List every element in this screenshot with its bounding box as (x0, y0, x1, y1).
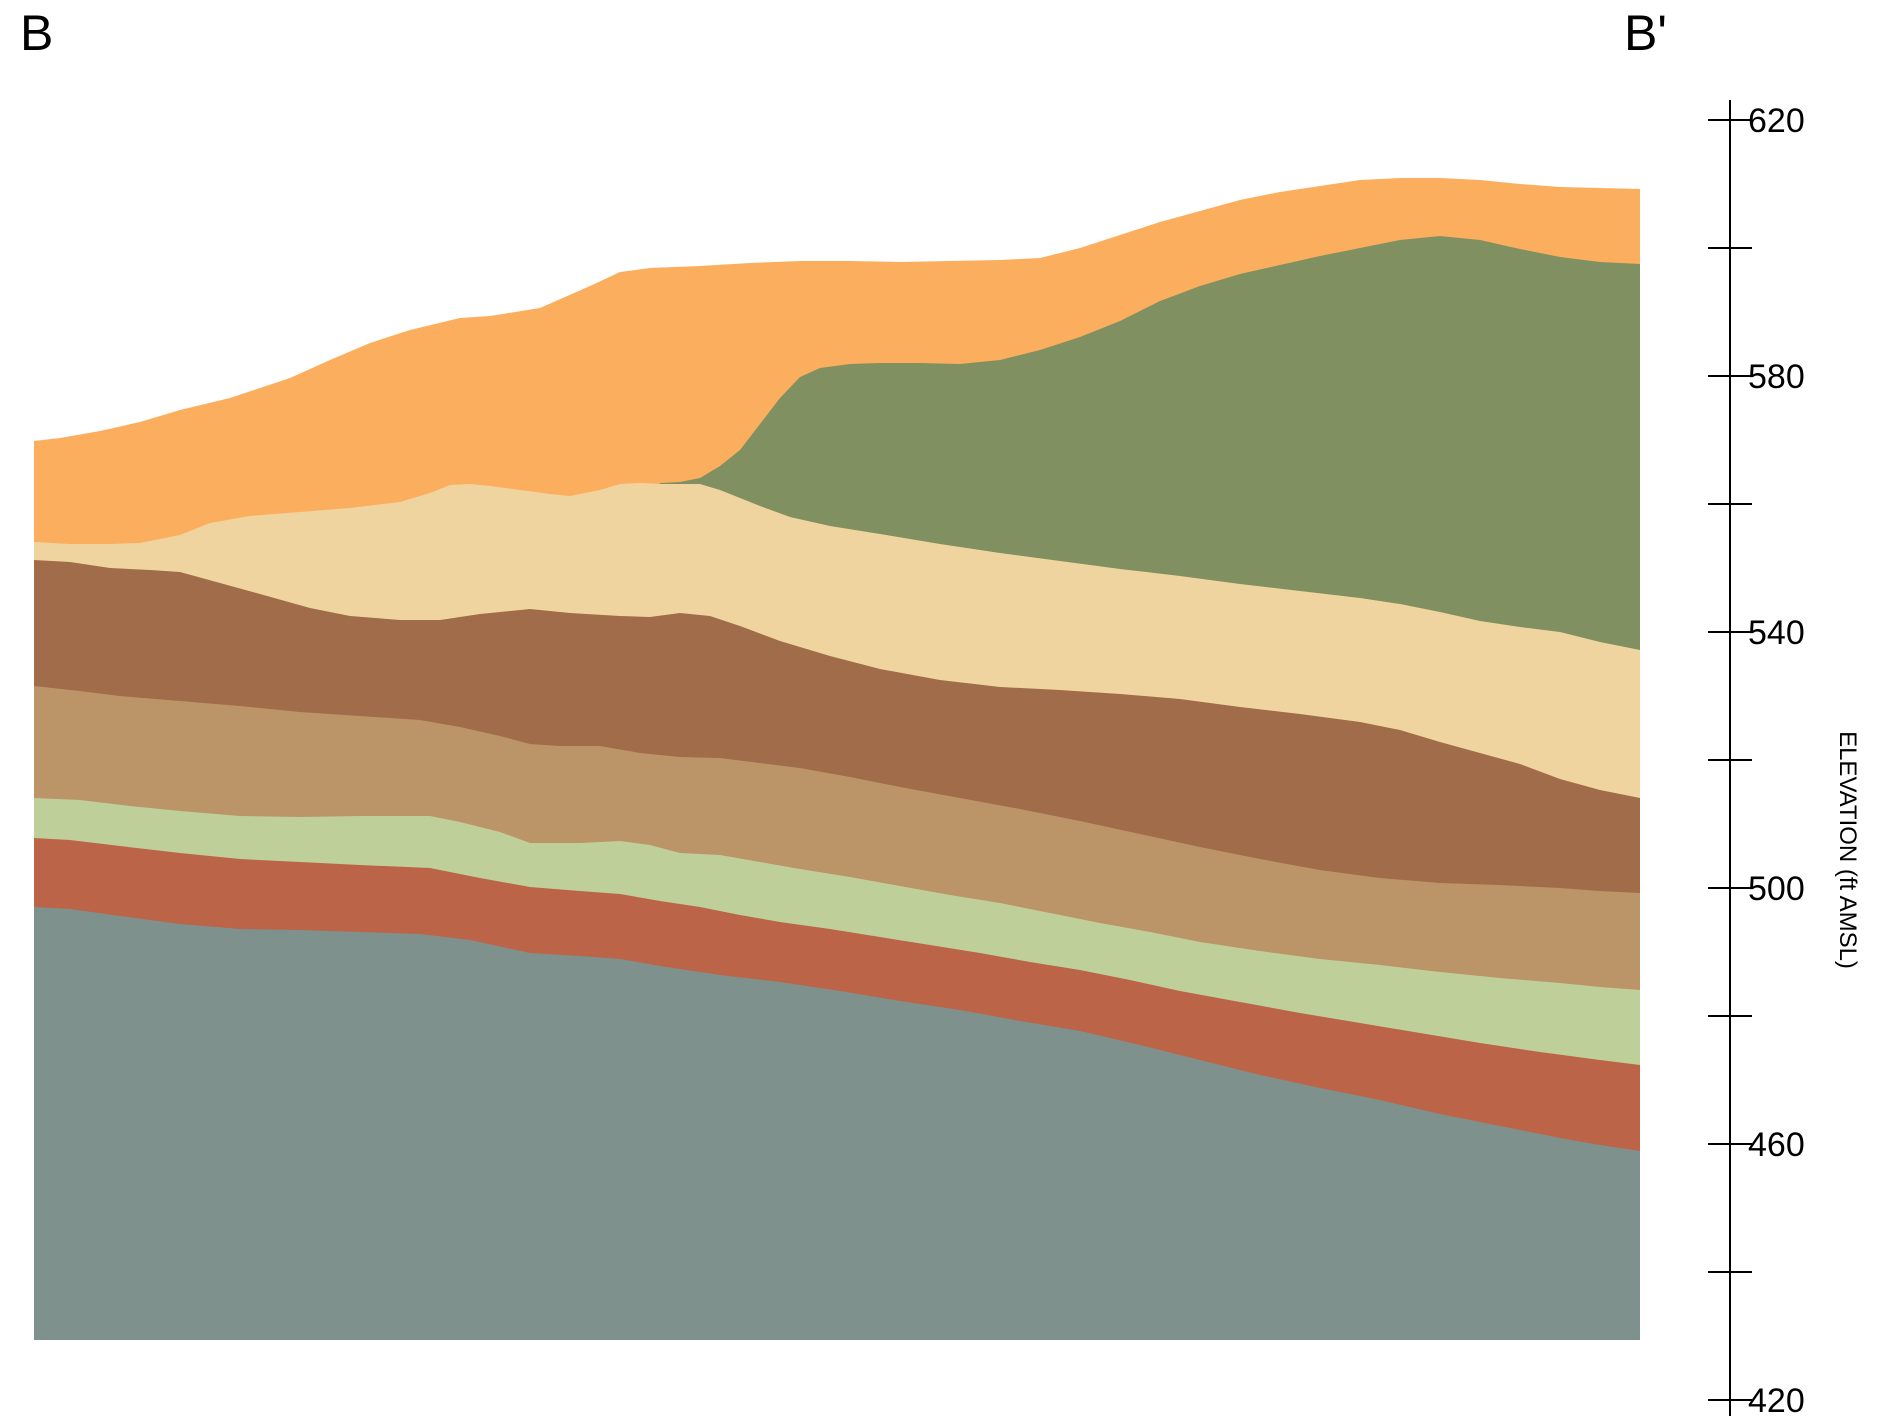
layer-bedrock (34, 907, 1640, 1340)
axis-tick-label-540: 540 (1748, 614, 1805, 652)
axis-tick-label-460: 460 (1748, 1126, 1805, 1164)
axis-tick-label-420: 420 (1748, 1382, 1805, 1416)
elevation-axis: 620 580 540 500 460 420 ELEVATION (ft AMSL) (1708, 100, 1861, 1416)
axis-title: ELEVATION (ft AMSL) (1834, 731, 1861, 969)
section-end-label: B' (1624, 5, 1667, 61)
axis-tick-label-580: 580 (1748, 358, 1805, 396)
section-start-label: B (20, 5, 54, 61)
geologic-layers (34, 178, 1640, 1340)
axis-tick-label-620: 620 (1748, 102, 1805, 140)
axis-tick-label-500: 500 (1748, 870, 1805, 908)
